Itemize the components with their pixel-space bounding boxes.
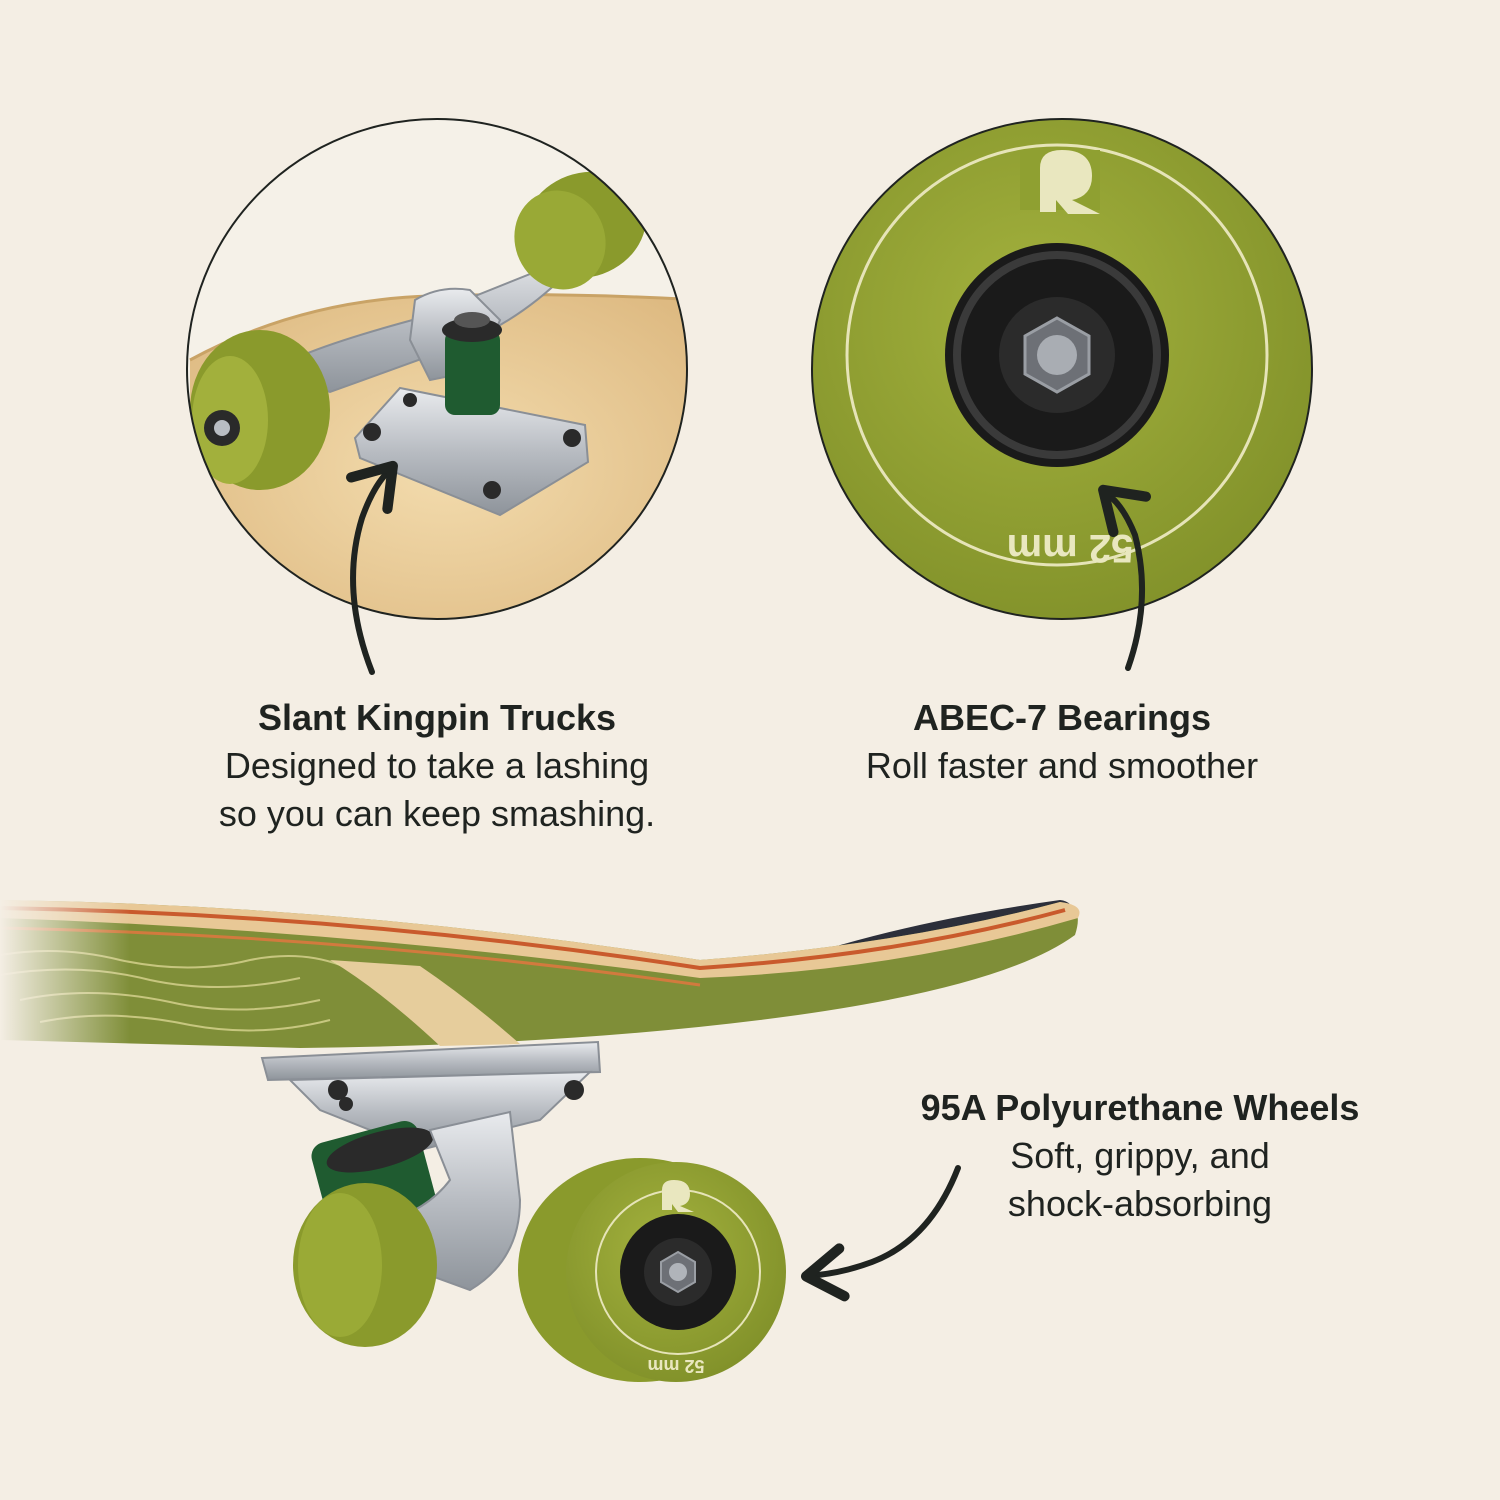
truck-closeup-image bbox=[186, 118, 688, 620]
bearing-closeup-image: 52 mm bbox=[811, 118, 1313, 620]
feature-description-line: Roll faster and smoother bbox=[865, 745, 1259, 786]
feature-title-wheels: 95A Polyurethane Wheels bbox=[920, 1087, 1360, 1128]
feature-caption-wheels: 95A Polyurethane Wheels Soft, grippy, an… bbox=[880, 1084, 1400, 1228]
feature-description-line: so you can keep smashing. bbox=[218, 793, 656, 834]
feature-description-line: shock-absorbing bbox=[1007, 1183, 1273, 1224]
arrow-to-bearing-icon bbox=[1098, 484, 1152, 671]
wheel-size-marking: 52 mm bbox=[1007, 526, 1134, 570]
feature-description-line: Designed to take a lashing bbox=[224, 745, 650, 786]
feature-title-bearings: ABEC-7 Bearings bbox=[912, 697, 1212, 738]
feature-caption-bearings: ABEC-7 Bearings Roll faster and smoother bbox=[812, 694, 1312, 790]
feature-caption-trucks: Slant Kingpin Trucks Designed to take a … bbox=[187, 694, 687, 838]
feature-title-trucks: Slant Kingpin Trucks bbox=[257, 697, 617, 738]
small-wheel-size-marking: 52 mm bbox=[647, 1356, 704, 1376]
arrow-to-wheel-icon bbox=[800, 1165, 961, 1302]
skateboard-side-image: 52 mm bbox=[0, 880, 1080, 1382]
feature-description-line: Soft, grippy, and bbox=[1010, 1135, 1270, 1176]
arrow-to-truck-icon bbox=[346, 460, 398, 675]
